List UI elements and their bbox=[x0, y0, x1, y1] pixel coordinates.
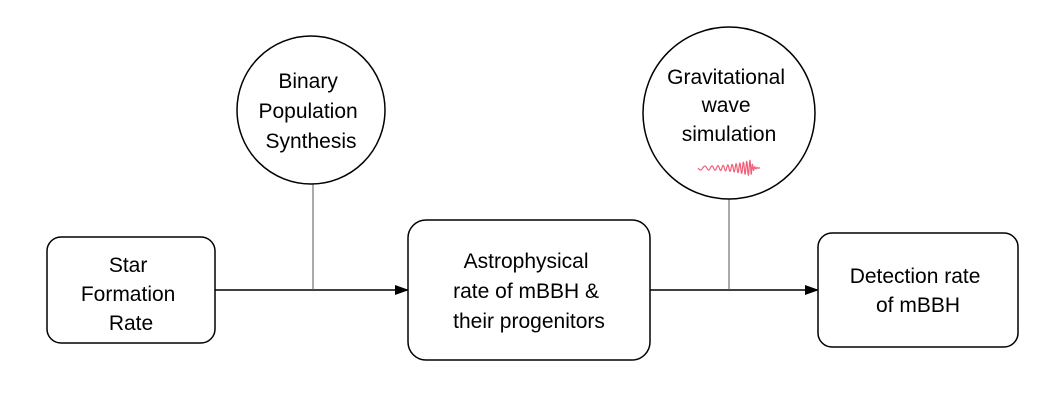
gw-simulation-line-3: simulation bbox=[682, 123, 777, 146]
gravitational-waveform-icon bbox=[697, 159, 761, 176]
node-star-formation-rate: Star Formation Rate bbox=[46, 236, 216, 344]
node-binary-population-synthesis: Binary Population Synthesis bbox=[236, 35, 386, 185]
binary-population-line-2: Population bbox=[258, 100, 357, 123]
gw-simulation-line-2: wave bbox=[701, 94, 751, 117]
binary-population-line-1: Binary bbox=[278, 70, 338, 93]
node-gravitational-wave-simulation: Gravitational wave simulation bbox=[642, 26, 816, 200]
gw-simulation-line-1: Gravitational bbox=[667, 66, 785, 89]
node-detection-rate: Detection rate of mBBH bbox=[817, 232, 1019, 348]
detection-line-1: Detection rate bbox=[850, 265, 981, 288]
astrophysical-line-1: Astrophysical bbox=[464, 250, 589, 273]
star-formation-line-2: Formation bbox=[81, 283, 176, 306]
node-astrophysical-rate: Astrophysical rate of mBBH & their proge… bbox=[407, 219, 651, 361]
svg-text:Astrophysical rate of mB: Astrophysical rate of mBBH & their proge… bbox=[453, 250, 605, 333]
svg-text:Gravitational wave: Gravitational wave simulation bbox=[667, 66, 791, 146]
detection-line-2: of mBBH bbox=[876, 294, 960, 317]
svg-text:Binary Population: Binary Population Synthesis bbox=[258, 70, 363, 153]
star-formation-line-3: Rate bbox=[109, 312, 153, 335]
astrophysical-line-2: rate of mBBH & bbox=[453, 280, 599, 303]
astrophysical-line-3: their progenitors bbox=[453, 310, 605, 333]
svg-text:Star Formation Rat: Star Formation Rate bbox=[81, 254, 181, 335]
star-formation-line-1: Star bbox=[109, 254, 148, 277]
svg-text:Detection rate of mBBH: Detection rate of mBBH bbox=[850, 265, 987, 317]
binary-population-line-3: Synthesis bbox=[265, 130, 356, 153]
